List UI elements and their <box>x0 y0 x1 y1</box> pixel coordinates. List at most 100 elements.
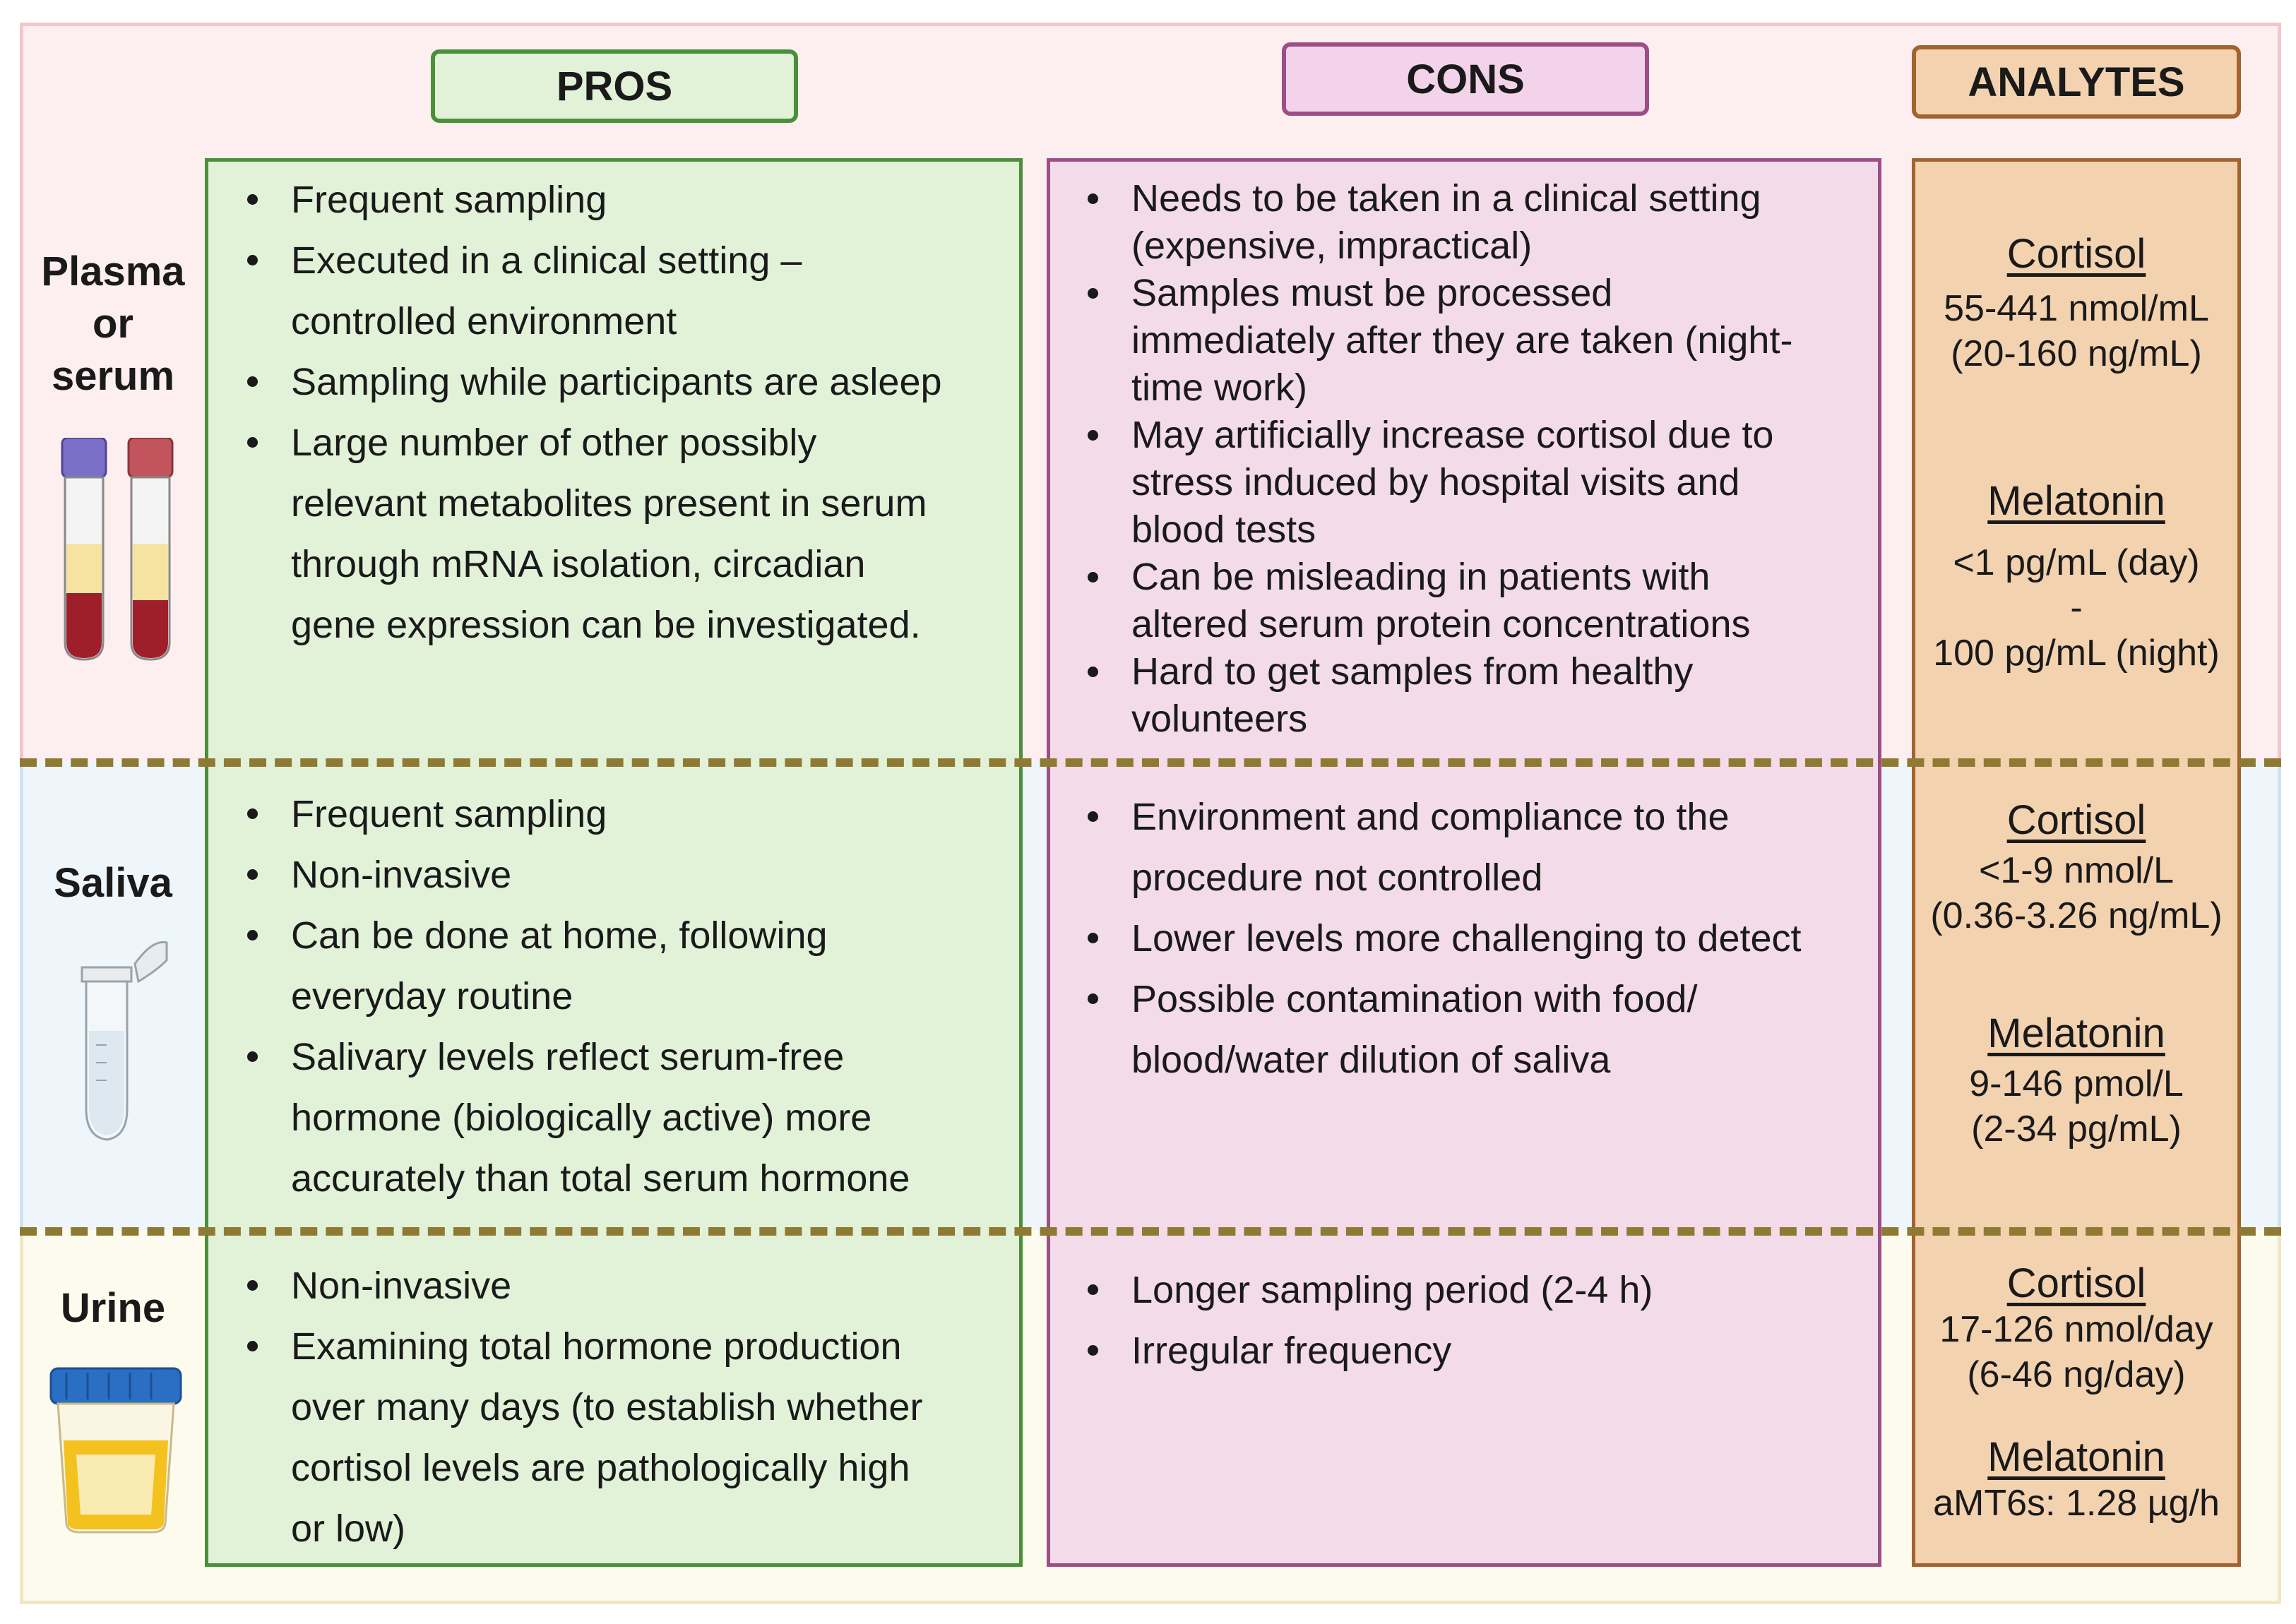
analyte-name: Cortisol <box>2006 231 2146 277</box>
row-label-line: serum <box>51 353 175 399</box>
analytes-column <box>1912 158 2241 1567</box>
red-tube <box>127 438 174 661</box>
item-line: Executed in a clinical setting – <box>291 239 802 282</box>
pros-item: Frequent sampling <box>247 169 1096 230</box>
pros-item: Large number of other possibly relevant m… <box>247 412 1096 655</box>
item-line: Frequent sampling <box>291 179 607 221</box>
analyte-value: - <box>2070 587 2083 628</box>
cons-list-saliva: Environment and compliance to the procedu… <box>1052 787 1958 1090</box>
row-label-saliva: Saliva <box>21 857 205 909</box>
analyte-value: (20-160 ng/mL) <box>1951 333 2202 374</box>
item-line: Possible contamination with food/ <box>1131 978 1698 1020</box>
analyte-value: 9-146 pmol/L <box>1969 1063 2184 1104</box>
analyte-melatonin-urine: Melatonin aMT6s: 1.28 µg/h <box>1912 1433 2241 1526</box>
purple-tube <box>61 438 107 661</box>
pros-item: Sampling while participants are asleep <box>247 352 1096 412</box>
cons-item: Samples must be processed immediately aft… <box>1088 270 1958 412</box>
analyte-value: 17-126 nmol/day <box>1939 1309 2213 1350</box>
pros-header: PROS <box>431 49 798 123</box>
analyte-cortisol-urine: Cortisol 17-126 nmol/day (6-46 ng/day) <box>1912 1260 2241 1397</box>
saliva-tube-icon <box>81 941 168 1141</box>
pros-item: Salivary levels reflect serum-free hormon… <box>247 1027 1096 1209</box>
item-line: Salivary levels reflect serum-free <box>291 1036 845 1078</box>
item-line: cortisol levels are pathologically high <box>291 1447 910 1489</box>
pros-item: Non-invasive <box>247 1255 1096 1316</box>
cons-item: Environment and compliance to the procedu… <box>1088 787 1958 908</box>
item-line: Non-invasive <box>291 1265 512 1307</box>
item-line: (expensive, impractical) <box>1131 225 1533 267</box>
analyte-value: (6-46 ng/day) <box>1967 1354 2186 1395</box>
item-line: Samples must be processed <box>1131 272 1613 314</box>
item-line: Lower levels more challenging to detect <box>1131 917 1802 960</box>
item-line: through mRNA isolation, circadian <box>291 543 866 585</box>
item-line: altered serum protein concentrations <box>1131 603 1751 645</box>
item-line: Large number of other possibly <box>291 422 817 464</box>
pros-column <box>205 158 1023 1567</box>
item-line: Sampling while participants are asleep <box>291 361 942 403</box>
pros-list-saliva: Frequent sampling Non-invasive Can be do… <box>212 784 1096 1209</box>
analyte-name: Cortisol <box>2006 797 2146 843</box>
row-label-line: Plasma <box>41 249 185 294</box>
analyte-value: <1-9 nmol/L <box>1978 850 2175 891</box>
cons-item: May artificially increase cortisol due t… <box>1088 412 1958 554</box>
analyte-name: Melatonin <box>1987 1010 2165 1056</box>
item-line: Examining total hormone production <box>291 1325 902 1368</box>
analyte-value: (2-34 pg/mL) <box>1971 1109 2182 1150</box>
pros-item: Frequent sampling <box>247 784 1096 844</box>
cons-item: Possible contamination with food/blood/w… <box>1088 969 1958 1090</box>
item-line: everyday routine <box>291 975 573 1017</box>
item-line: accurately than total serum hormone <box>291 1157 910 1200</box>
pros-list-plasma: Frequent sampling Executed in a clinical… <box>212 169 1096 655</box>
item-line: Environment and compliance to the <box>1131 796 1730 838</box>
analyte-melatonin-plasma: Melatonin <1 pg/mL (day) - 100 pg/mL (ni… <box>1912 477 2241 676</box>
item-line: Irregular frequency <box>1131 1330 1452 1372</box>
item-line: volunteers <box>1131 698 1308 740</box>
cons-header: CONS <box>1282 42 1649 116</box>
row-separator-saliva-urine <box>20 1227 2281 1236</box>
item-line: Frequent sampling <box>291 793 607 835</box>
pros-list-urine: Non-invasive Examining total hormone pro… <box>212 1255 1096 1559</box>
row-label-line: Saliva <box>54 860 172 906</box>
item-line: or low) <box>291 1507 406 1550</box>
item-line: Can be misleading in patients with <box>1131 556 1711 598</box>
item-line: over many days (to establish whether <box>291 1386 923 1428</box>
item-line: Non-invasive <box>291 854 512 896</box>
item-line: immediately after they are taken (night- <box>1131 319 1793 362</box>
item-line: hormone (biologically active) more <box>291 1097 872 1139</box>
cons-list-plasma: Needs to be taken in a clinical setting (… <box>1052 175 1958 743</box>
analyte-value: 100 pg/mL (night) <box>1933 633 2220 674</box>
row-label-urine: Urine <box>21 1282 205 1335</box>
cons-item: Can be misleading in patients with altere… <box>1088 554 1958 648</box>
analyte-cortisol-saliva: Cortisol <1-9 nmol/L (0.36-3.26 ng/mL) <box>1912 796 2241 938</box>
cons-column <box>1047 158 1881 1567</box>
pros-item: Non-invasive <box>247 844 1096 905</box>
item-line: procedure not controlled <box>1131 856 1543 899</box>
cons-item: Irregular frequency <box>1088 1320 1958 1381</box>
pros-item: Executed in a clinical setting – controll… <box>247 230 1096 352</box>
analyte-value: (0.36-3.26 ng/mL) <box>1930 895 2223 936</box>
cons-item: Longer sampling period (2-4 h) <box>1088 1260 1958 1320</box>
analyte-value: aMT6s: 1.28 µg/h <box>1933 1483 2220 1524</box>
pros-item: Examining total hormone production over m… <box>247 1316 1096 1559</box>
item-line: blood tests <box>1131 508 1316 551</box>
cons-list-urine: Longer sampling period (2-4 h) Irregular… <box>1052 1260 1958 1381</box>
analytes-header: ANALYTES <box>1912 45 2241 119</box>
item-line: relevant metabolites present in serum <box>291 482 927 525</box>
analyte-cortisol-plasma: Cortisol 55-441 nmol/mL (20-160 ng/mL) <box>1912 230 2241 376</box>
item-line: gene expression can be investigated. <box>291 604 921 646</box>
urine-cup-icon <box>49 1367 182 1534</box>
analyte-melatonin-saliva: Melatonin 9-146 pmol/L (2-34 pg/mL) <box>1912 1010 2241 1152</box>
item-line: Needs to be taken in a clinical setting <box>1131 177 1761 220</box>
blood-tubes-icon <box>61 438 174 661</box>
analyte-value: 55-441 nmol/mL <box>1944 288 2209 329</box>
row-label-line: or <box>93 301 133 347</box>
item-line: controlled environment <box>291 300 677 342</box>
item-line: Longer sampling period (2-4 h) <box>1131 1269 1653 1311</box>
analyte-name: Melatonin <box>1987 1434 2165 1480</box>
item-line: blood/water dilution of saliva <box>1131 1039 1611 1081</box>
row-label-plasma: Plasma or serum <box>21 246 205 402</box>
cons-item: Needs to be taken in a clinical setting (… <box>1088 175 1958 270</box>
cons-item: Lower levels more challenging to detect <box>1088 908 1958 969</box>
